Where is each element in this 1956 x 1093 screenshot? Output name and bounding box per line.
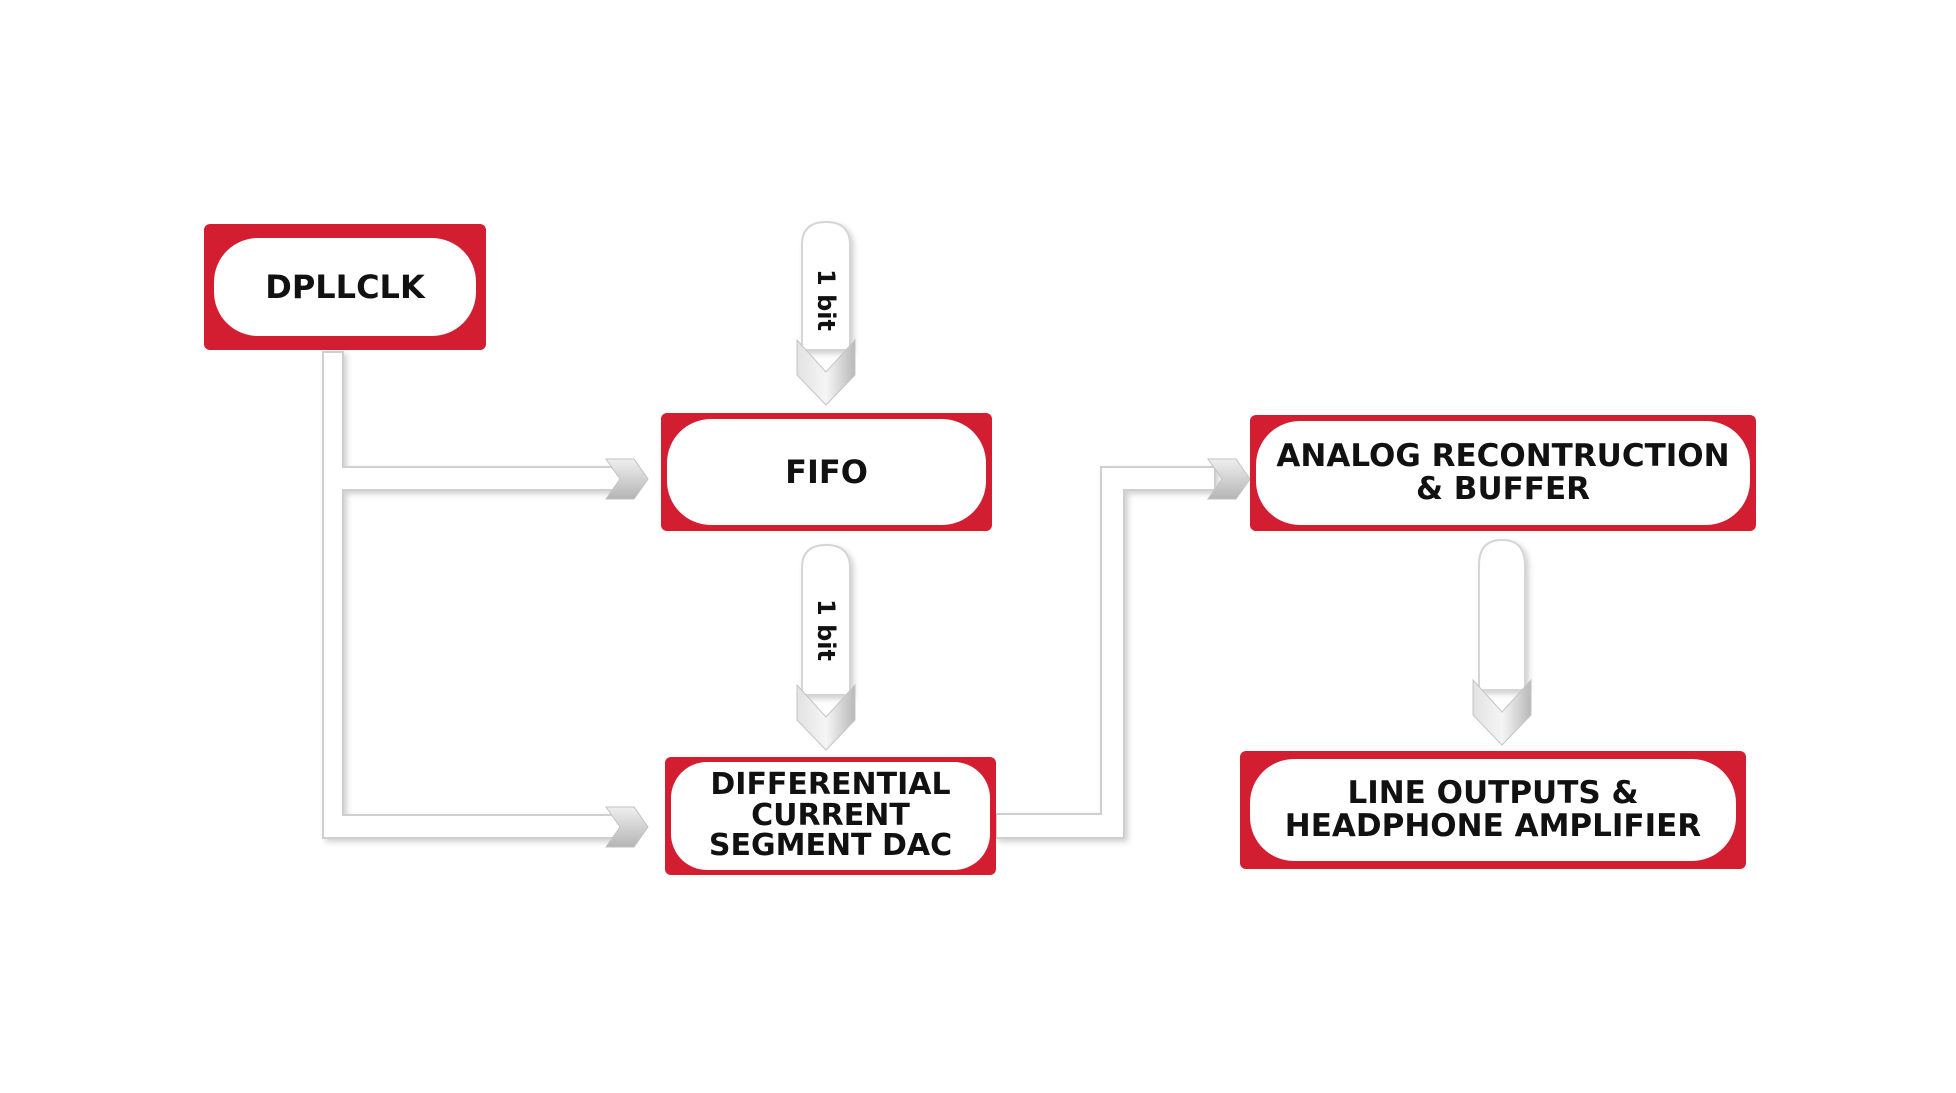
fifo-to-dac-label: 1 bit [812, 599, 840, 661]
input-to-fifo-label: 1 bit [812, 269, 840, 331]
fifo-label: FIFO [785, 453, 868, 491]
line-outputs-node: LINE OUTPUTS & HEADPHONE AMPLIFIER [1240, 751, 1746, 869]
dpllclk-pill: DPLLCLK [214, 238, 476, 336]
arrow-to-dac [605, 806, 649, 848]
dac-node: DIFFERENTIAL CURRENT SEGMENT DAC [665, 757, 996, 875]
fifo-to-dac-arrow [796, 543, 856, 751]
analog-reconstruction-label: ANALOG RECONTRUCTION & BUFFER [1276, 438, 1730, 507]
dac-pill: DIFFERENTIAL CURRENT SEGMENT DAC [671, 762, 990, 870]
analog-reconstruction-pill: ANALOG RECONTRUCTION & BUFFER [1256, 421, 1750, 525]
analog-to-line-outputs-arrow [1472, 538, 1532, 746]
fifo-node: FIFO [661, 413, 992, 531]
input-to-fifo-arrow [796, 220, 856, 406]
dpllclk-bus [322, 351, 626, 839]
arrow-to-fifo [605, 458, 649, 500]
dpllclk-node: DPLLCLK [204, 224, 486, 350]
dac-to-analog-connector [995, 458, 1251, 839]
fifo-pill: FIFO [667, 419, 986, 525]
dac-label: DIFFERENTIAL CURRENT SEGMENT DAC [708, 767, 953, 864]
dpllclk-label: DPLLCLK [265, 268, 425, 306]
line-outputs-pill: LINE OUTPUTS & HEADPHONE AMPLIFIER [1250, 759, 1736, 861]
line-outputs-label: LINE OUTPUTS & HEADPHONE AMPLIFIER [1284, 775, 1702, 844]
analog-reconstruction-node: ANALOG RECONTRUCTION & BUFFER [1250, 415, 1756, 531]
